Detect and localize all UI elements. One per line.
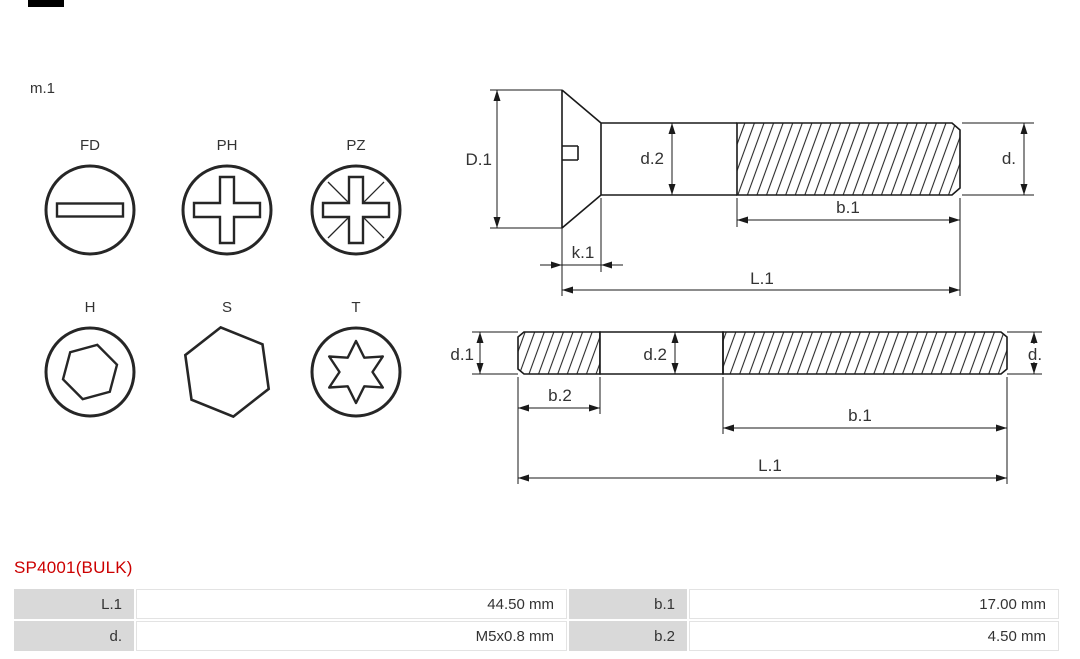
drive-type-s: S xyxy=(179,299,275,418)
countersunk-screw-outline xyxy=(561,89,961,229)
spec-label-d: d. xyxy=(14,621,134,651)
drive-type-ph-label: PH xyxy=(216,137,238,154)
dim-label-d-top: d. xyxy=(1002,149,1016,168)
countersunk-screw-dimensions: D.1 d.2 d. b.1 k.1 L.1 xyxy=(466,89,1034,296)
dim-label-b2: b.2 xyxy=(548,386,572,405)
logo-fragment xyxy=(28,0,64,7)
dim-label-d2-bottom: d.2 xyxy=(643,345,667,364)
spec-table: L.1 44.50 mm b.1 17.00 mm d. M5x0.8 mm b… xyxy=(14,589,1059,651)
drive-type-ph: PH xyxy=(179,137,275,256)
variant-label: m.1 xyxy=(30,80,56,97)
spec-label-b2: b.2 xyxy=(569,621,687,651)
pozidriv-drive-icon xyxy=(310,164,402,256)
dim-label-k1: k.1 xyxy=(572,243,595,262)
part-number: SP4001(BULK) xyxy=(14,558,133,577)
drive-type-fd-label: FD xyxy=(80,137,100,154)
hex-socket-drive-icon xyxy=(44,326,136,418)
drive-type-t: T xyxy=(308,299,404,418)
drive-type-pz: PZ xyxy=(308,137,404,256)
spec-value-d: M5x0.8 mm xyxy=(136,621,567,651)
spec-label-L1: L.1 xyxy=(14,589,134,619)
drive-type-h-label: H xyxy=(84,299,96,316)
dim-label-d2-top: d.2 xyxy=(640,149,664,168)
spec-label-b1: b.1 xyxy=(569,589,687,619)
dim-label-b1-top: b.1 xyxy=(836,198,860,217)
dim-label-L1-top: L.1 xyxy=(750,269,774,288)
dim-label-b1-bottom: b.1 xyxy=(848,406,872,425)
drive-type-h: H xyxy=(42,299,138,418)
dim-label-d1: d.1 xyxy=(450,345,474,364)
drive-type-pz-label: PZ xyxy=(346,137,366,154)
hex-head-icon xyxy=(183,326,271,418)
drive-type-fd: FD xyxy=(42,137,138,256)
phillips-drive-icon xyxy=(181,164,273,256)
screw-technical-drawing: D.1 d.2 d. b.1 k.1 L.1 d.1 d.2 xyxy=(450,89,1047,484)
torx-drive-icon xyxy=(310,326,402,418)
stud-screw-dimensions: d.1 d.2 d. b.2 b.1 L.1 xyxy=(450,331,1047,484)
drive-type-t-label: T xyxy=(351,299,361,316)
drive-type-s-label: S xyxy=(221,299,232,316)
slotted-drive-icon xyxy=(44,164,136,256)
spec-value-b1: 17.00 mm xyxy=(689,589,1059,619)
dim-label-L1-bottom: L.1 xyxy=(758,456,782,475)
spec-value-b2: 4.50 mm xyxy=(689,621,1059,651)
spec-value-L1: 44.50 mm xyxy=(136,589,567,619)
dim-label-d-bottom: d. xyxy=(1028,345,1042,364)
dim-label-D1-top: D.1 xyxy=(466,150,492,169)
stud-screw-outline xyxy=(517,331,1008,375)
